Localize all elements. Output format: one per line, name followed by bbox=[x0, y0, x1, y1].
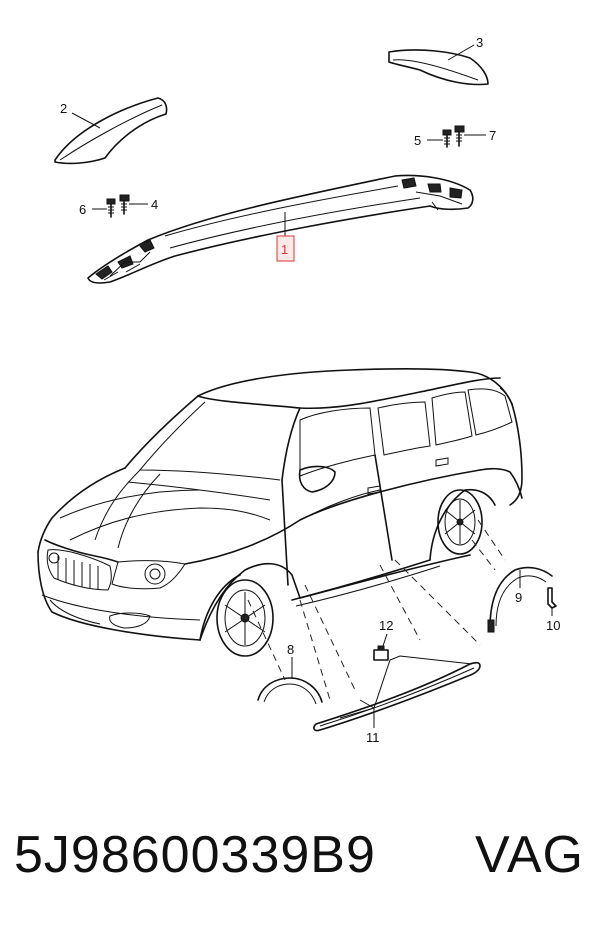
callout-6: 6 bbox=[79, 202, 86, 217]
callout-5: 5 bbox=[414, 133, 421, 148]
callout-8: 8 bbox=[287, 642, 294, 657]
footer: 5J98600339B9 VAG bbox=[0, 805, 600, 915]
callout-3: 3 bbox=[476, 35, 483, 50]
callout-10: 10 bbox=[546, 618, 560, 633]
screw-part-5 bbox=[442, 129, 452, 148]
clip-part-10 bbox=[547, 587, 557, 609]
screw-part-6 bbox=[106, 198, 116, 218]
callout-1: 1 bbox=[281, 242, 288, 257]
callout-4: 4 bbox=[151, 197, 158, 212]
clip-part-12 bbox=[373, 645, 389, 661]
brand-label: VAG bbox=[475, 826, 584, 884]
screw-part-4 bbox=[119, 194, 130, 215]
roof-rail-part-1 bbox=[87, 174, 474, 284]
callout-9: 9 bbox=[515, 590, 522, 605]
end-cap-part-3 bbox=[388, 49, 489, 86]
callout-12: 12 bbox=[379, 618, 393, 633]
part-number: 5J98600339B9 bbox=[14, 826, 376, 884]
screw-part-7 bbox=[454, 125, 465, 147]
leader-12 bbox=[382, 633, 388, 647]
callout-11: 11 bbox=[366, 730, 380, 745]
sill-trim-part-11 bbox=[313, 661, 481, 732]
leader-2 bbox=[71, 112, 101, 129]
callout-7: 7 bbox=[489, 128, 496, 143]
end-cap-part-2 bbox=[54, 97, 168, 165]
leader-12-fan bbox=[339, 655, 473, 719]
wheel-arch-trim-part-9 bbox=[487, 566, 553, 633]
wheel-arch-trim-part-8 bbox=[257, 677, 323, 705]
assembly-dashed-lines bbox=[247, 519, 506, 701]
parts-diagram: 3 2 5 7 6 4 bbox=[37, 35, 560, 745]
callout-2: 2 bbox=[60, 101, 67, 116]
callout-1-highlight-box bbox=[276, 235, 295, 262]
car-body-illustration bbox=[37, 367, 523, 657]
leader-3 bbox=[447, 44, 475, 61]
